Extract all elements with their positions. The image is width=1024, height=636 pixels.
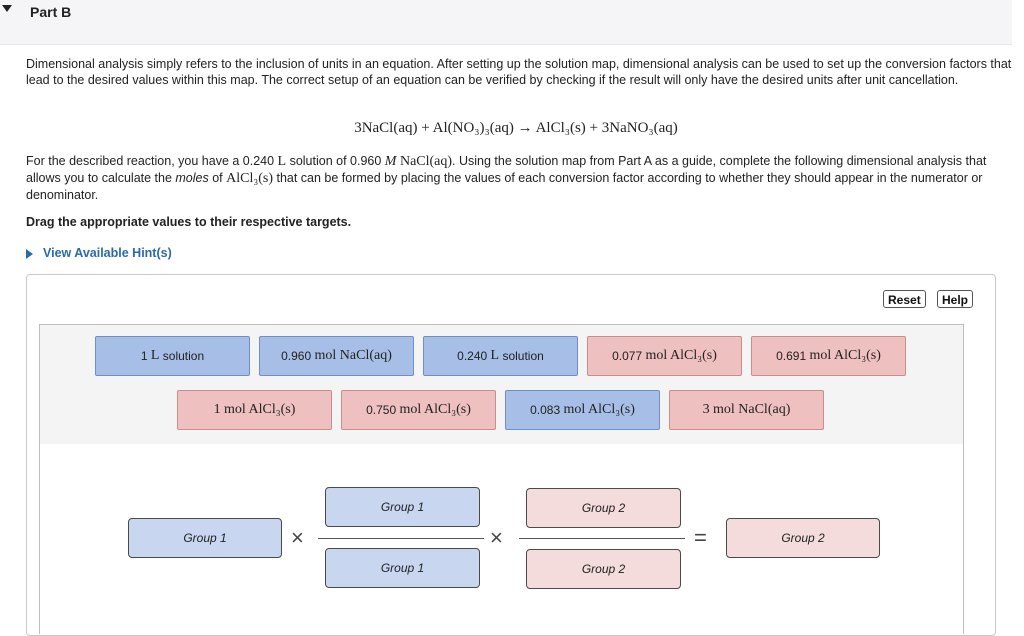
equals-sign: = [694,525,707,550]
hint-link-label: View Available Hint(s) [43,246,172,260]
reaction-equation: 3NaCl(aq) + Al(NO₃)₃(aq) → AlCl₃(s) + 3N… [354,120,678,136]
multiply-sign-2: × [490,525,503,550]
part-title: Part B [30,4,72,20]
tile-3[interactable]: 0.240 L solution [423,336,578,376]
problem-text-4: of [208,171,227,185]
intro-text: Dimensional analysis simply refers to th… [26,57,1012,87]
unit-liter: L [277,154,287,169]
reset-button[interactable]: Reset [883,290,926,308]
emph-moles: moles [175,171,209,185]
tile-2[interactable]: 0.960 mol NaCl(aq) [259,336,414,376]
formula-nacl: NaCl(aq) [399,154,453,169]
multiply-sign-1: × [291,525,304,550]
tile-6[interactable]: 1 mol AlCl₃(s) [177,390,332,430]
tile-4[interactable]: 0.077 mol AlCl₃(s) [587,336,742,376]
drop-target-factor2-numerator[interactable]: Group 2 [526,488,681,528]
part-header[interactable]: Part B [0,0,1012,45]
tile-5[interactable]: 0.691 mol AlCl₃(s) [751,336,906,376]
problem-text: For the described reaction, you have a 0… [26,153,1016,203]
collapse-caret-icon[interactable] [2,5,12,12]
drop-target-factor1-numerator[interactable]: Group 1 [325,487,480,527]
fraction-bar-1 [318,538,484,539]
tile-7[interactable]: 0.750 mol AlCl₃(s) [341,390,496,430]
problem-text-5: that can be formed by placing the values… [26,171,983,202]
problem-text-2: solution of 0.960 [286,154,385,168]
expand-caret-icon [26,248,33,259]
tile-8[interactable]: 0.083 mol AlCl₃(s) [505,390,660,430]
instruction-text: Drag the appropriate values to their res… [26,215,352,229]
formula-alcl3: AlCl₃(s) [226,171,273,186]
help-button[interactable]: Help [937,290,974,308]
drop-target-factor1-denominator[interactable]: Group 1 [325,548,480,588]
problem-text-1: For the described reaction, you have a 0… [26,154,278,168]
tile-1[interactable]: 1 L solution [95,336,250,376]
tile-9[interactable]: 3 mol NaCl(aq) [669,390,824,430]
fraction-bar-2 [519,538,685,539]
view-hints-link[interactable]: View Available Hint(s) [26,246,172,260]
drop-target-result[interactable]: Group 2 [726,518,880,558]
drop-target-start[interactable]: Group 1 [128,518,282,558]
problem-text-3: . Using the solution map from Part A as … [26,154,987,185]
drop-target-factor2-denominator[interactable]: Group 2 [526,549,681,589]
unit-molarity: M [384,154,397,169]
